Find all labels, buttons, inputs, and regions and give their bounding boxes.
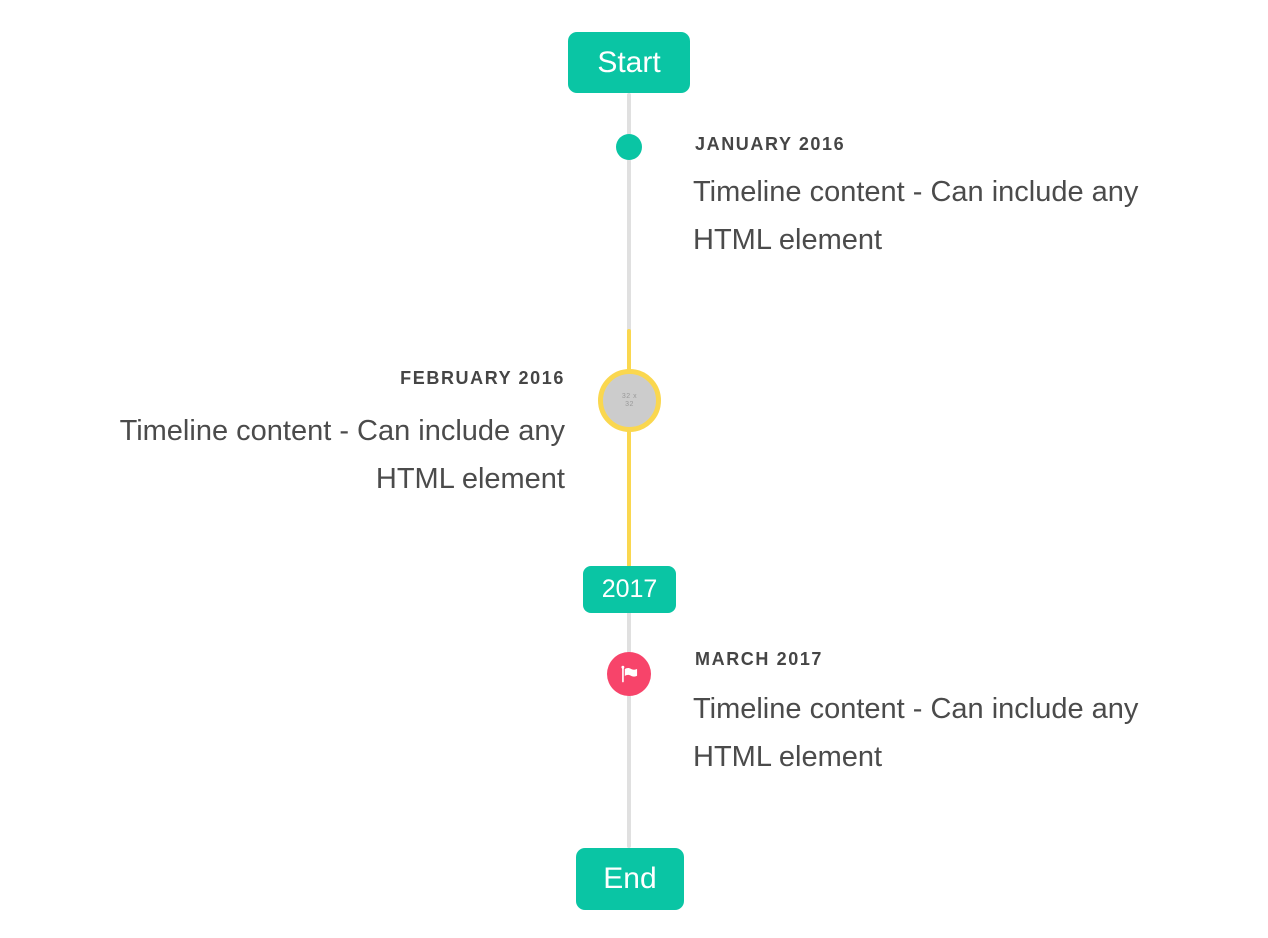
entry-title: JANUARY 2016 <box>695 134 846 154</box>
entry-marker-dot <box>616 134 642 160</box>
end-badge[interactable]: End <box>576 848 684 910</box>
flag-icon <box>618 663 641 686</box>
entry-marker-image-circle: 32 x 32 <box>598 369 661 432</box>
entry-content-line: HTML element <box>375 463 565 495</box>
year-badge-label: 2017 <box>601 575 658 603</box>
entry-content-line: HTML element <box>693 224 883 256</box>
entry-content-line: HTML element <box>693 741 883 773</box>
entry-content: Timeline content - Can include any HTML … <box>693 685 1233 781</box>
entry-content: Timeline content - Can include any HTML … <box>693 168 1233 264</box>
entry-marker-flag-circle <box>607 652 651 696</box>
start-badge-label: Start <box>597 45 661 79</box>
year-badge[interactable]: 2017 <box>583 566 676 613</box>
start-badge[interactable]: Start <box>568 32 690 93</box>
entry-content-line: Timeline content - Can include any <box>693 176 1139 208</box>
entry-content: Timeline content - Can include any HTML … <box>25 407 565 503</box>
entry-title: MARCH 2017 <box>695 649 824 669</box>
end-badge-label: End <box>603 862 657 895</box>
entry-title: FEBRUARY 2016 <box>400 368 565 388</box>
entry-content-line: Timeline content - Can include any <box>119 415 565 447</box>
timeline-line-highlight <box>627 329 631 567</box>
entry-content-line: Timeline content - Can include any <box>693 693 1139 725</box>
broken-image-icon: 32 x 32 <box>621 392 638 408</box>
